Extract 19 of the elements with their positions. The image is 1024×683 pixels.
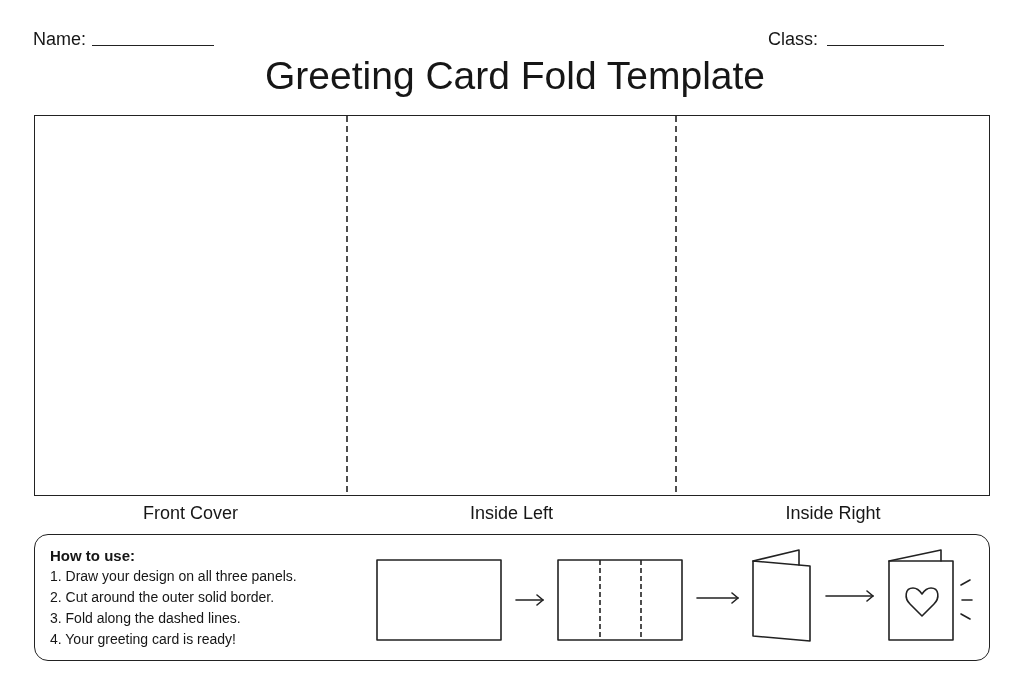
folded-card-icon <box>752 549 812 643</box>
instruction-step: 3. Fold along the dashed lines. <box>50 608 241 629</box>
sheet-with-fold-lines-icon <box>557 559 683 641</box>
instruction-step: 2. Cut around the outer solid border. <box>50 587 275 608</box>
panel-label: Inside Left <box>469 502 554 524</box>
arrow <box>696 592 739 604</box>
instruction-step: 4. Your greeting card is ready! <box>50 629 236 650</box>
heart-card-icon <box>887 549 975 643</box>
page-title: Greeting Card Fold Template <box>265 53 765 99</box>
instructions-panel <box>34 534 990 661</box>
arrow <box>515 594 544 606</box>
arrow <box>825 590 874 602</box>
panel-label: Front Cover <box>143 502 238 524</box>
instructions-heading: How to use: <box>50 546 135 566</box>
instruction-step: 1. Draw your design on all three panels. <box>50 566 297 587</box>
paper-sheet-icon <box>376 559 502 641</box>
panel-label: Inside Right <box>785 502 881 524</box>
field-label: Name: <box>33 28 86 50</box>
field-label: Class: <box>768 28 818 50</box>
